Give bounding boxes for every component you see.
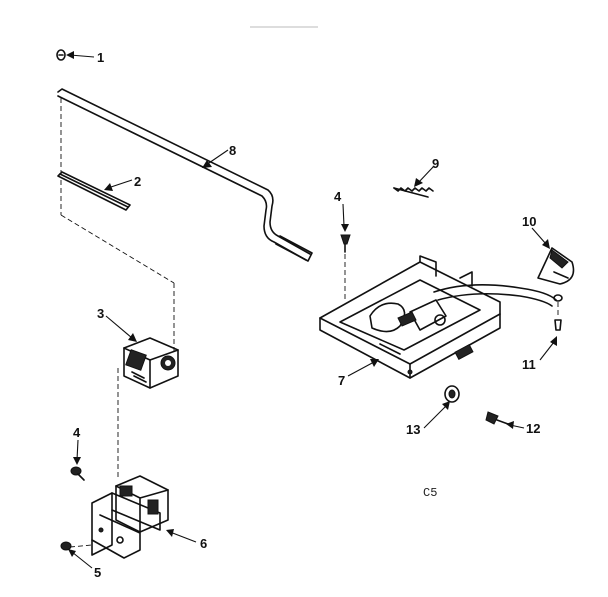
part-7-base-plate (319, 255, 557, 379)
callout-9: 9 (432, 156, 439, 171)
callout-12: 12 (526, 421, 540, 436)
callout-1: 1 (97, 50, 104, 65)
part-13-washer (444, 385, 460, 403)
alignment-lines-left (60, 98, 175, 480)
part-2-rod (57, 171, 131, 211)
part-11-clip (553, 294, 563, 331)
part-3-switch-block (123, 337, 179, 389)
callout-2: 2 (134, 174, 141, 189)
callout-4-upper: 4 (334, 189, 342, 204)
part-8-rod (57, 88, 313, 262)
part-5-screw (60, 541, 93, 551)
part-4-screw-upper (340, 234, 351, 300)
callout-labels: 1 2 3 4 4 5 6 7 8 9 10 11 12 13 C5 (73, 50, 540, 580)
callout-8: 8 (229, 143, 236, 158)
part-12-screw (485, 411, 509, 425)
callout-4-lower: 4 (73, 425, 81, 440)
callout-6: 6 (200, 536, 207, 551)
part-9-spring (393, 187, 434, 198)
callout-7: 7 (338, 373, 345, 388)
leader-lines (66, 51, 557, 569)
callout-5: 5 (94, 565, 101, 580)
callout-13: 13 (406, 422, 420, 437)
part-10-knob (537, 247, 575, 285)
callout-11: 11 (522, 357, 536, 372)
diagram-code: C5 (423, 486, 437, 500)
part-6-bracket (91, 475, 169, 559)
callout-10: 10 (522, 214, 536, 229)
part-1-clip (56, 49, 66, 61)
callout-3: 3 (97, 306, 104, 321)
part-4-screw-left (70, 466, 85, 481)
